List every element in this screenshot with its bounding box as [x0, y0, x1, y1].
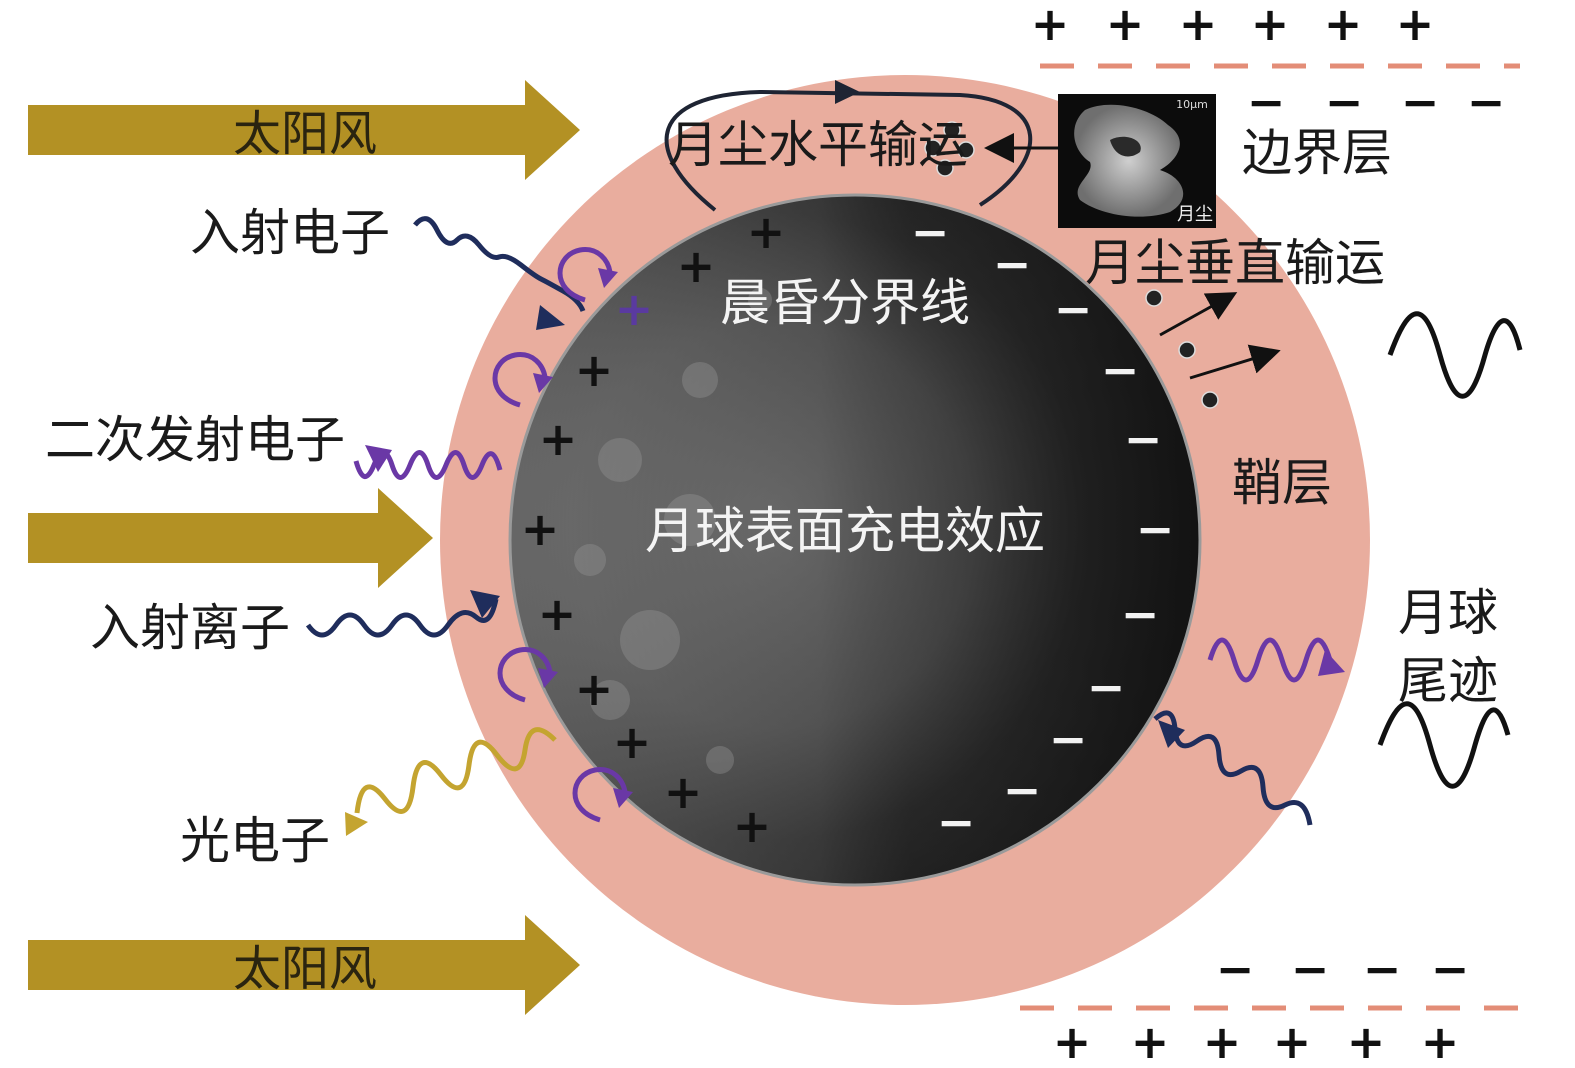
svg-text:+: + [539, 412, 578, 466]
svg-text:−: − [1136, 502, 1175, 556]
label-incident-ion: 入射离子 [90, 599, 290, 657]
dust-scale-label: 10μm [1176, 98, 1208, 111]
svg-text:+: + [1324, 0, 1363, 51]
svg-text:−: − [1121, 587, 1160, 641]
label-vertical-transport: 月尘垂直输运 [1085, 234, 1385, 292]
svg-text:−: − [1054, 282, 1093, 336]
svg-text:−: − [911, 205, 950, 259]
boundary-plus-row-top: + + + + + + [1031, 0, 1435, 51]
svg-text:−: − [1325, 75, 1364, 129]
wake-wave-symbol-top [1387, 311, 1523, 399]
incident-ion-wave [305, 590, 500, 638]
label-sheath: 鞘层 [1232, 454, 1332, 512]
svg-text:+: + [1131, 1015, 1170, 1068]
svg-text:−: − [1401, 75, 1440, 129]
solar-wind-label-top: 太阳风 [233, 106, 377, 162]
svg-text:+: + [613, 715, 652, 769]
wake-wave-symbol-bottom [1377, 701, 1511, 789]
svg-text:−: − [1467, 75, 1506, 129]
wake-purple-wave [1207, 637, 1345, 683]
svg-text:−: − [1291, 942, 1330, 996]
svg-text:−: − [1124, 412, 1163, 466]
svg-text:+: + [1396, 0, 1435, 51]
wake-incident-wave [1153, 710, 1313, 826]
svg-text:+: + [1273, 1015, 1312, 1068]
svg-text:+: + [615, 282, 654, 336]
solar-wind-arrow-bottom: 太阳风 [28, 915, 580, 1015]
svg-text:+: + [1106, 0, 1145, 51]
dust-grains-horizontal [924, 121, 975, 177]
recoil-arrowheads [533, 268, 633, 808]
surface-plus-charges: + + + + + + + + + + + [521, 205, 786, 853]
svg-text:−: − [993, 237, 1032, 291]
moon [508, 193, 1202, 887]
vertical-transport-arrows [1145, 289, 1281, 409]
solar-wind-arrow-middle [28, 488, 433, 588]
label-photoelectron: 光电子 [180, 812, 330, 870]
svg-text:+: + [1421, 1015, 1460, 1068]
label-surface-charging: 月球表面充电效应 [645, 502, 1045, 560]
photoelectron-wave [345, 727, 557, 836]
svg-text:+: + [747, 205, 786, 259]
svg-text:−: − [937, 795, 976, 849]
solar-wind-arrow-top: 太阳风 [28, 80, 580, 180]
dust-image-caption: 月尘 [1177, 204, 1213, 225]
svg-text:−: − [1101, 343, 1140, 397]
svg-text:+: + [1031, 0, 1070, 51]
svg-text:−: − [1247, 75, 1286, 129]
svg-text:−: − [1431, 942, 1470, 996]
svg-text:+: + [1053, 1015, 1092, 1068]
label-secondary-electron: 二次发射电子 [45, 411, 345, 469]
incident-electron-wave [413, 216, 586, 330]
svg-text:+: + [1203, 1015, 1242, 1068]
horizontal-transport-loop [664, 89, 1033, 212]
dust-image: 10μm 月尘 [1058, 94, 1216, 228]
boundary-minus-row-top: − − − − [1247, 75, 1506, 129]
label-lunar-wake-line2: 尾迹 [1398, 652, 1498, 710]
label-incident-electron: 入射电子 [190, 204, 390, 262]
svg-text:+: + [1347, 1015, 1386, 1068]
svg-text:+: + [1179, 0, 1218, 51]
svg-text:+: + [521, 502, 560, 556]
svg-text:−: − [1087, 660, 1126, 714]
svg-text:+: + [575, 343, 614, 397]
horizontal-transport-arrowhead [835, 80, 860, 104]
surface-minus-charges: − − − − − − − − − − − [911, 205, 1175, 849]
svg-text:−: − [1003, 763, 1042, 817]
svg-text:+: + [664, 765, 703, 819]
label-horizontal-transport: 月尘水平输运 [668, 116, 968, 174]
svg-text:−: − [1049, 712, 1088, 766]
svg-text:+: + [733, 799, 772, 853]
secondary-electron-wave [353, 445, 503, 480]
svg-text:+: + [575, 662, 614, 716]
label-lunar-wake-line1: 月球 [1398, 584, 1498, 642]
svg-text:+: + [538, 587, 577, 641]
recoil-arrows [492, 247, 628, 823]
solar-wind-label-bottom: 太阳风 [233, 941, 377, 997]
svg-text:−: − [1216, 942, 1255, 996]
label-terminator: 晨昏分界线 [720, 274, 970, 332]
boundary-minus-row-bottom: − − − − [1216, 942, 1470, 996]
svg-text:+: + [1251, 0, 1290, 51]
svg-text:+: + [677, 239, 716, 293]
label-boundary-layer: 边界层 [1242, 124, 1392, 182]
svg-text:−: − [1363, 942, 1402, 996]
boundary-plus-row-bottom: + + + + + + [1053, 1015, 1460, 1068]
